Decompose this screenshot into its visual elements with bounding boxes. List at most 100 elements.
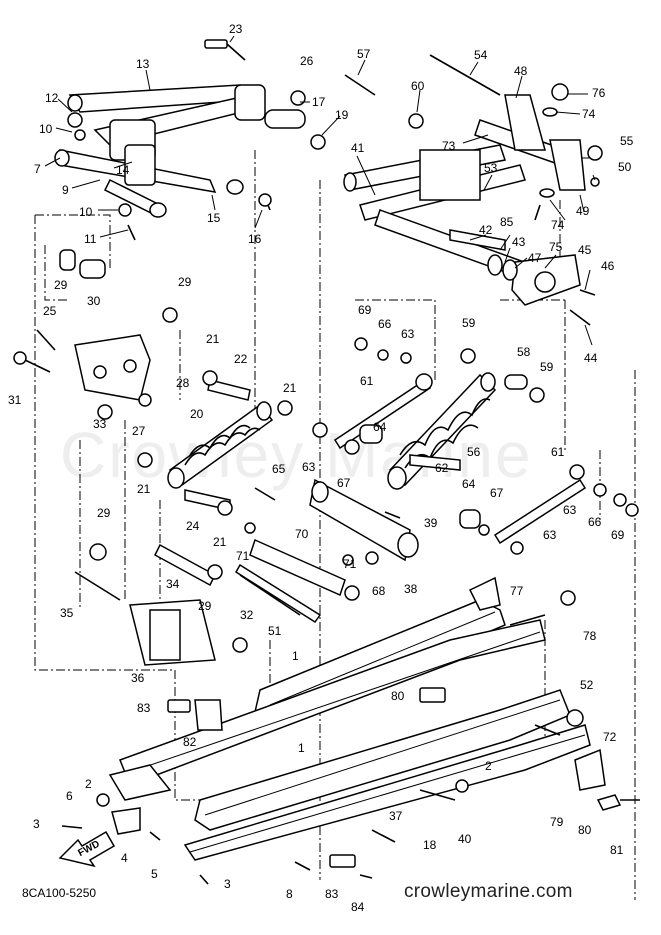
callout-45: 45	[578, 243, 592, 257]
callout-40: 40	[458, 832, 472, 846]
callout-74b: 74	[551, 218, 565, 232]
shock-absorber-20	[167, 401, 274, 489]
callout-27: 27	[132, 424, 146, 438]
callout-66a: 66	[378, 317, 392, 331]
callout-81: 81	[610, 843, 624, 857]
callout-61a: 61	[360, 374, 374, 388]
callout-57: 57	[357, 47, 371, 61]
callout-11: 11	[84, 232, 97, 246]
callout-10b: 10	[79, 205, 93, 219]
callout-21a: 21	[206, 332, 220, 346]
callout-29b: 29	[54, 278, 68, 292]
bracket-36	[129, 599, 216, 666]
callout-60: 60	[411, 79, 425, 93]
callout-52: 52	[580, 678, 594, 692]
callout-25: 25	[43, 304, 57, 318]
callout-59a: 59	[462, 316, 476, 330]
callout-82: 82	[183, 735, 197, 749]
callout-2a: 2	[85, 777, 92, 791]
callout-26: 26	[300, 54, 314, 68]
callout-79: 79	[550, 815, 564, 829]
callout-7: 7	[34, 162, 41, 176]
callout-29c: 29	[97, 506, 111, 520]
callout-51: 51	[268, 624, 282, 638]
callout-5: 5	[151, 867, 158, 881]
callout-62: 62	[435, 461, 449, 475]
callout-63d: 63	[543, 528, 557, 542]
callout-42: 42	[479, 223, 493, 237]
callout-38: 38	[404, 582, 418, 596]
callout-20: 20	[190, 407, 204, 421]
callout-32: 32	[240, 608, 254, 622]
callout-76: 76	[592, 86, 606, 100]
callout-71a: 71	[236, 549, 250, 563]
callout-50: 50	[618, 160, 632, 174]
callout-54: 54	[474, 48, 488, 62]
callout-36: 36	[131, 671, 145, 685]
callout-44: 44	[584, 351, 598, 365]
leader-lines	[44, 35, 596, 346]
callout-84: 84	[351, 900, 365, 914]
small-parts	[13, 39, 640, 885]
callout-13: 13	[136, 57, 150, 71]
front-arm-13	[54, 84, 306, 218]
callout-55: 55	[620, 134, 634, 148]
callout-58: 58	[517, 345, 531, 359]
callout-63c: 63	[563, 503, 577, 517]
callout-6: 6	[66, 789, 73, 803]
callout-70: 70	[295, 527, 309, 541]
callout-63a: 63	[401, 327, 415, 341]
callout-1b: 1	[298, 741, 305, 755]
callout-83a: 83	[137, 701, 151, 715]
callout-77: 77	[510, 584, 524, 598]
diagram-code: 8CA100-5250	[22, 886, 97, 900]
callout-16: 16	[248, 232, 262, 246]
callout-29d: 29	[198, 599, 212, 613]
callout-78: 78	[583, 629, 597, 643]
callout-64b: 64	[462, 477, 476, 491]
callout-15: 15	[207, 211, 221, 225]
callout-1a: 1	[292, 649, 299, 663]
callout-72: 72	[603, 730, 617, 744]
callout-28: 28	[176, 376, 190, 390]
callout-4: 4	[121, 851, 128, 865]
callout-75: 75	[549, 240, 563, 254]
callout-73: 73	[442, 139, 456, 153]
callout-33: 33	[93, 417, 107, 431]
callout-21b: 21	[283, 381, 297, 395]
slide-rails	[108, 576, 591, 861]
callout-49: 49	[576, 204, 590, 218]
callout-43: 43	[512, 235, 526, 249]
callout-83b: 83	[325, 887, 339, 901]
callout-12: 12	[45, 91, 59, 105]
callout-34: 34	[166, 577, 180, 591]
callout-8: 8	[286, 887, 293, 901]
callout-21d: 21	[213, 535, 227, 549]
callout-41: 41	[351, 141, 365, 155]
callout-69a: 69	[358, 303, 372, 317]
callout-22: 22	[234, 352, 248, 366]
callout-67b: 67	[490, 486, 504, 500]
callout-35: 35	[60, 606, 74, 620]
callout-53: 53	[484, 161, 498, 175]
callout-18: 18	[423, 838, 437, 852]
website-label[interactable]: crowleymarine.com	[404, 881, 573, 902]
callout-80a: 80	[391, 689, 405, 703]
callout-10a: 10	[39, 122, 53, 136]
rods-links	[154, 378, 587, 624]
callout-64a: 64	[373, 420, 387, 434]
callout-48: 48	[514, 64, 528, 78]
callout-61b: 61	[551, 445, 565, 459]
callout-47: 47	[528, 251, 542, 265]
callout-24: 24	[186, 519, 200, 533]
callout-65: 65	[272, 462, 286, 476]
callout-29a: 29	[178, 275, 192, 289]
callout-30: 30	[87, 294, 101, 308]
callout-67a: 67	[337, 476, 351, 490]
callout-63b: 63	[302, 460, 316, 474]
callout-19: 19	[335, 108, 349, 122]
callout-68: 68	[372, 584, 386, 598]
